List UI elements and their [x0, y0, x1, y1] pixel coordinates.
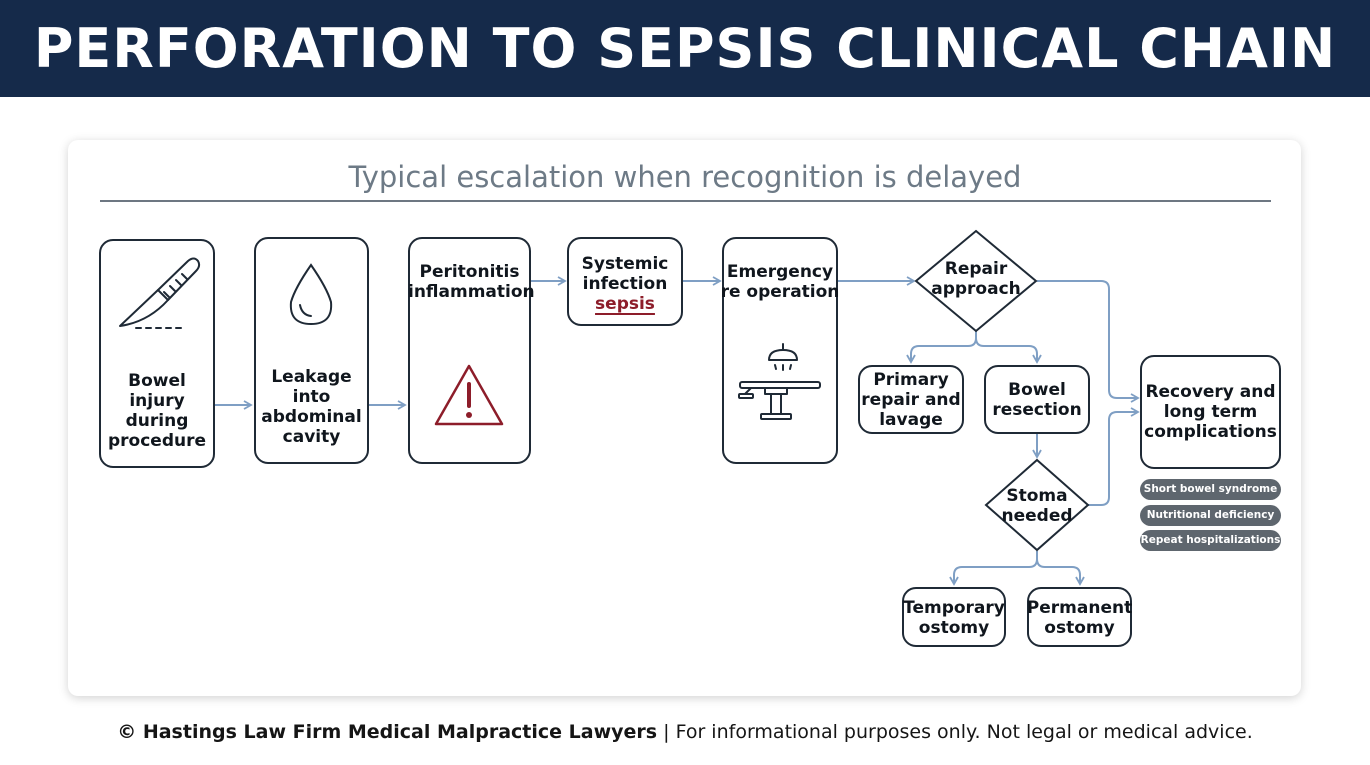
temporary-ostomy-node — [902, 587, 1006, 647]
stoma-needed-label: Stoma needed — [1001, 486, 1073, 526]
bowel-resection-node — [984, 365, 1090, 434]
bowel-injury-label: Bowel injury during procedure — [107, 371, 207, 451]
emergency-reoperation-label: Emergency re operation — [720, 262, 840, 302]
operating-table-icon — [738, 343, 821, 420]
complication-badge: Repeat hospitalizations — [1140, 530, 1281, 551]
subtitle-divider — [100, 200, 1271, 202]
permanent-ostomy-label: Permanent ostomy — [1026, 598, 1133, 638]
scalpel-icon — [119, 257, 201, 329]
primary-repair-label: Primary repair and lavage — [861, 370, 961, 430]
droplet-icon — [289, 263, 333, 326]
arrow-repair-to-primary — [906, 331, 977, 364]
page-title: PERFORATION TO SEPSIS CLINICAL CHAIN — [33, 17, 1337, 80]
systemic-infection-node — [567, 237, 683, 326]
diagram-subtitle: Typical escalation when recognition is d… — [348, 160, 1022, 194]
arrow-stoma-to-permanent — [1036, 558, 1085, 586]
bowel-injury-node — [99, 239, 215, 468]
peritonitis-label: Peritonitis inflammation — [408, 262, 535, 302]
repair-approach-label: Repair approach — [931, 259, 1021, 299]
recovery-label: Recovery and long term complications — [1144, 382, 1277, 442]
peritonitis-node — [408, 237, 531, 464]
leakage-node — [254, 237, 369, 464]
warning-triangle-icon — [434, 364, 504, 426]
temporary-ostomy-label: Temporary ostomy — [903, 598, 1005, 638]
permanent-ostomy-node — [1027, 587, 1132, 647]
systemic-infection-label: Systemic infection sepsis — [567, 254, 683, 314]
arrow-repair-to-recovery — [1037, 280, 1140, 403]
leakage-label: Leakage into abdominal cavity — [261, 367, 362, 447]
stoma-needed-diamond — [984, 458, 1090, 552]
title-banner: PERFORATION TO SEPSIS CLINICAL CHAIN — [0, 0, 1370, 97]
bowel-resection-label: Bowel resection — [992, 380, 1082, 420]
arrow-stoma-to-temporary — [949, 551, 1038, 586]
complication-badge: Short bowel syndrome — [1140, 479, 1281, 500]
footer-brand: © Hastings Law Firm Medical Malpractice … — [117, 721, 658, 743]
arrow-stoma-to-recovery — [1088, 407, 1140, 506]
footer-disclaimer: | For informational purposes only. Not l… — [663, 721, 1253, 743]
primary-repair-node — [858, 365, 964, 434]
complication-badge: Nutritional deficiency — [1140, 505, 1281, 526]
recovery-node — [1140, 355, 1281, 469]
footer: © Hastings Law Firm Medical Malpractice … — [0, 721, 1370, 743]
sepsis-highlight: sepsis — [595, 294, 655, 314]
repair-approach-diamond — [914, 229, 1038, 333]
arrow-repair-to-resection — [975, 337, 1042, 364]
